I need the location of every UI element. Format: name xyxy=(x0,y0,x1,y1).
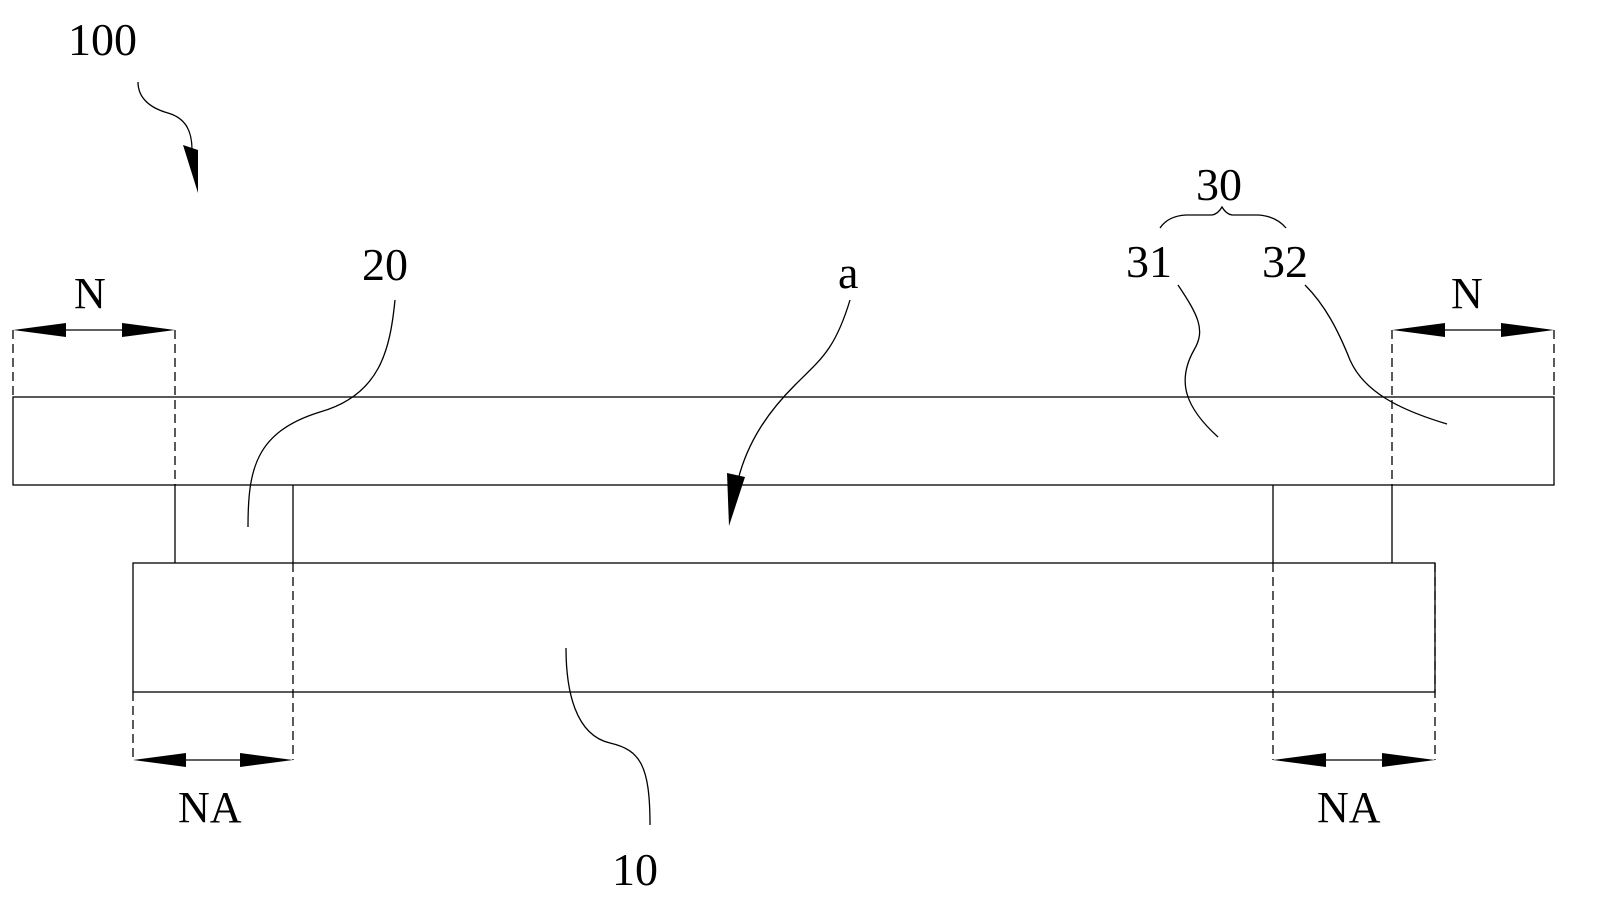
right-na-dimension-arrow xyxy=(1273,753,1435,767)
part-32-leader-line xyxy=(1304,284,1448,425)
label-n-right: N xyxy=(1451,269,1483,318)
label-100: 100 xyxy=(68,14,137,65)
label-na-right: NA xyxy=(1317,783,1381,832)
label-n-left: N xyxy=(74,269,106,318)
bracket-30-brace xyxy=(1159,205,1287,229)
gap-a-leader-arrow xyxy=(727,299,851,526)
label-na-left: NA xyxy=(178,783,242,832)
right-n-dimension-arrow xyxy=(1392,323,1554,337)
part-20-leader-line xyxy=(247,299,396,528)
label-10: 10 xyxy=(612,844,658,895)
left-n-dimension-arrow xyxy=(13,323,175,337)
label-30: 30 xyxy=(1196,159,1242,210)
label-31: 31 xyxy=(1126,236,1172,287)
part-10-leader-line xyxy=(565,647,651,826)
label-a: a xyxy=(838,247,858,298)
left-na-dimension-arrow xyxy=(133,753,293,767)
top-layer-rect xyxy=(12,396,1555,486)
bottom-substrate-rect xyxy=(132,562,1436,693)
label-20: 20 xyxy=(362,239,408,290)
label-32: 32 xyxy=(1262,236,1308,287)
part-31-leader-line xyxy=(1177,284,1219,438)
assembly-100-leader-arrow xyxy=(137,81,198,193)
